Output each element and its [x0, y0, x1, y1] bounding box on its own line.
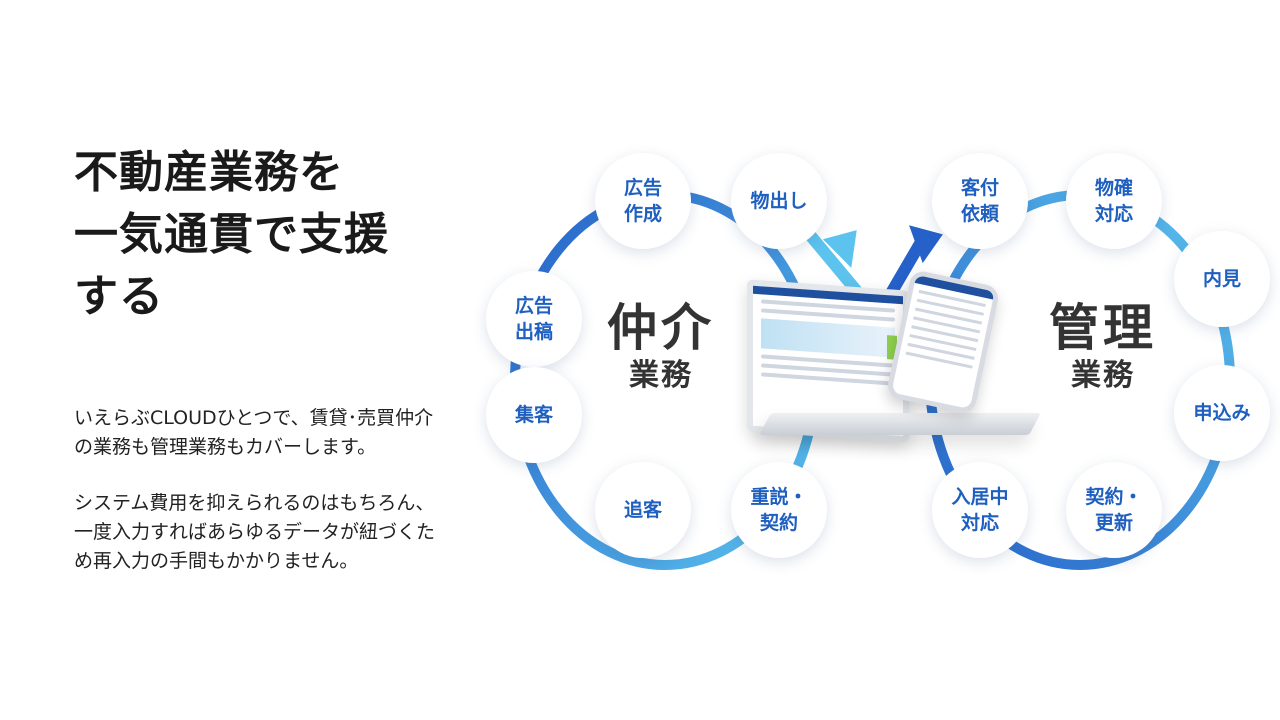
arrow-light-head — [822, 230, 857, 268]
management-title: 管理 — [1049, 299, 1157, 357]
brokerage-label: 仲介 業務 — [598, 299, 724, 395]
headline-line-3: する — [74, 271, 164, 322]
step-property-check: 物確 対応 — [1066, 153, 1162, 249]
workflow-diagram: 広告 作成 物出し 広告 出稿 集客 追客 重説・ 契約 客付 依頼 物確 対応… — [480, 135, 1280, 575]
description-line: め再入力の手間もかかりません。 — [74, 550, 359, 572]
laptop-keyboard — [759, 413, 1041, 435]
step-follow-up: 追客 — [595, 462, 691, 558]
step-customer-acquisition: 集客 — [486, 367, 582, 463]
step-explanation-contract: 重説・ 契約 — [731, 462, 827, 558]
step-contract-renewal: 契約・ 更新 — [1066, 462, 1162, 558]
step-application: 申込み — [1174, 365, 1270, 461]
brokerage-title: 仲介 — [607, 299, 715, 357]
step-ad-posting: 広告 出稿 — [486, 271, 582, 367]
arrow-light — [805, 231, 865, 299]
brokerage-subtitle: 業務 — [629, 358, 693, 393]
headline-line-1: 不動産業務を — [74, 147, 344, 198]
description-paragraph-1: いえらぶCLOUDひとつで、賃貸･売買仲介 の業務も管理業務もカバーします。 — [74, 404, 494, 462]
description-line: いえらぶCLOUDひとつで、賃貸･売買仲介 — [74, 407, 434, 429]
description-line: システム費用を抑えられるのはもちろん、 — [74, 492, 435, 514]
step-occupancy-support: 入居中 対応 — [932, 462, 1028, 558]
arrow-dark-head — [909, 225, 943, 264]
headline: 不動産業務を 一気通貫で支援 する — [74, 142, 389, 328]
management-subtitle: 業務 — [1071, 358, 1135, 393]
step-listing: 物出し — [731, 153, 827, 249]
laptop-mockup — [735, 279, 1045, 445]
step-ad-creation: 広告 作成 — [595, 153, 691, 249]
description-paragraph-2: システム費用を抑えられるのはもちろん、 一度入力すればあらゆるデータが紐づくた … — [74, 489, 494, 576]
management-label: 管理 業務 — [1040, 299, 1166, 395]
description-line: 一度入力すればあらゆるデータが紐づくた — [74, 521, 436, 543]
step-tenant-request: 客付 依頼 — [932, 153, 1028, 249]
headline-line-2: 一気通貫で支援 — [74, 209, 389, 260]
step-viewing: 内見 — [1174, 231, 1270, 327]
description-line: の業務も管理業務もカバーします。 — [74, 436, 377, 458]
